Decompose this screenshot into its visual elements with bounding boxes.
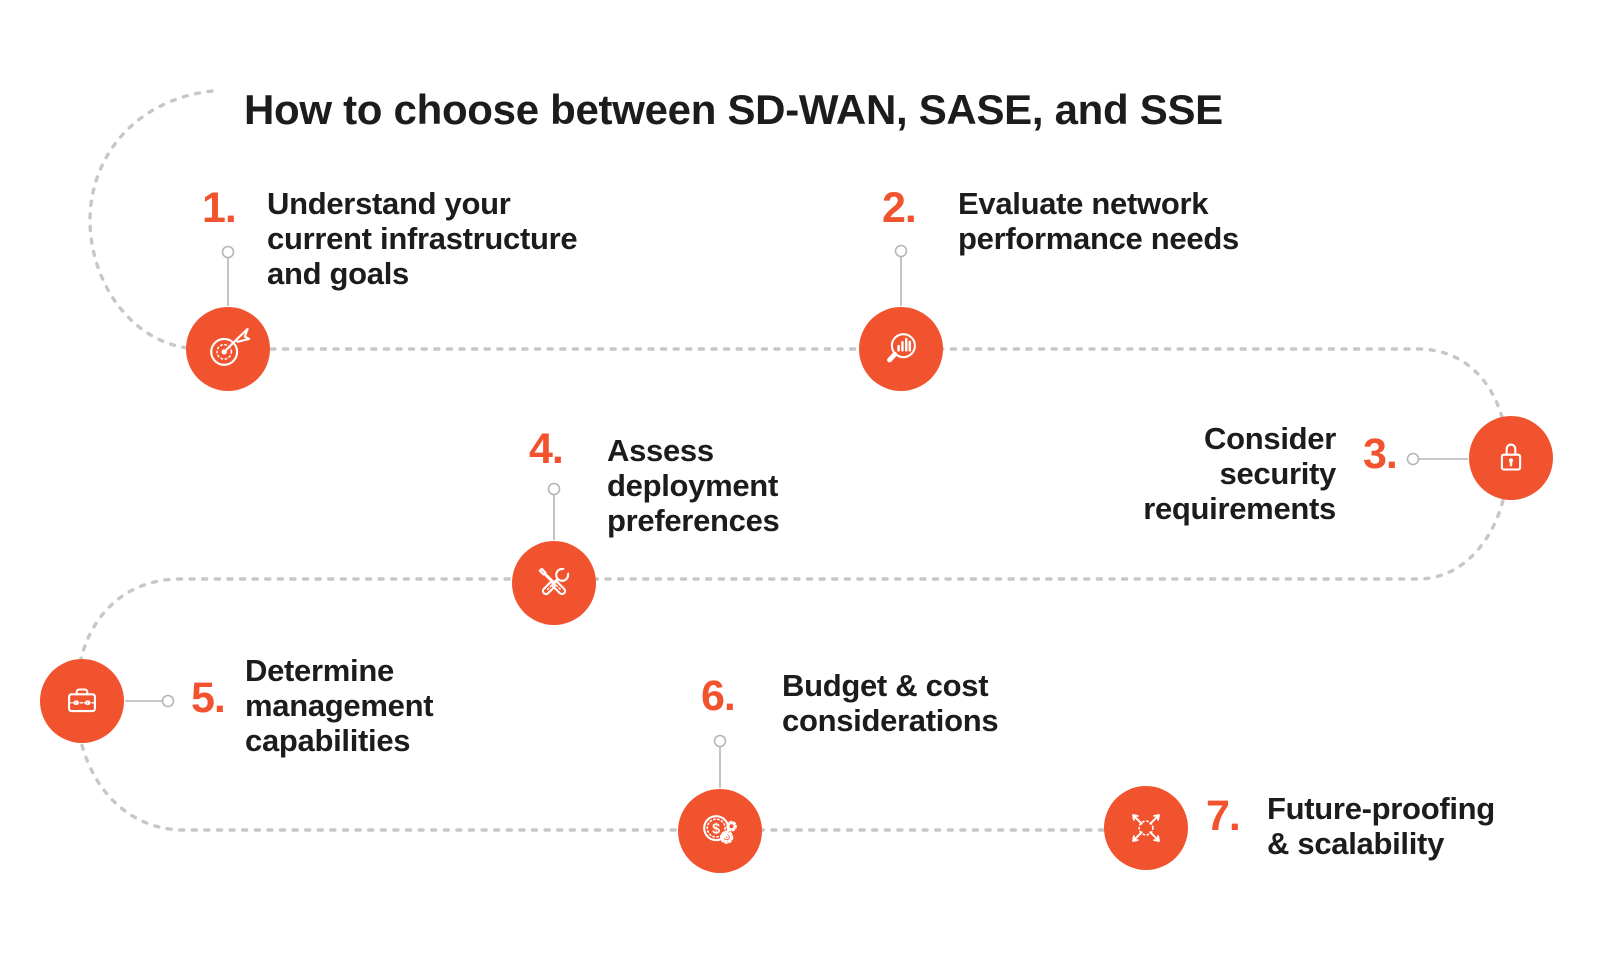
step-4-text: Assess deployment preferences bbox=[607, 433, 780, 538]
text-line: deployment bbox=[607, 468, 778, 503]
text-line: management bbox=[245, 688, 434, 723]
step-1-node bbox=[186, 307, 270, 391]
briefcase-icon bbox=[68, 688, 96, 713]
text-line: Assess bbox=[607, 433, 714, 468]
step-7-number: 7. bbox=[1206, 792, 1241, 840]
step-7-node bbox=[1104, 786, 1188, 870]
text-line: capabilities bbox=[245, 723, 411, 758]
tools-icon bbox=[538, 567, 570, 596]
text-line: Future-proofing bbox=[1267, 791, 1495, 826]
text-line: performance needs bbox=[958, 221, 1239, 256]
target-arrow-icon bbox=[210, 327, 251, 366]
step-6-number: 6. bbox=[701, 672, 736, 720]
text-line: Evaluate network bbox=[958, 186, 1209, 221]
step-6-node: $ bbox=[678, 789, 762, 873]
text-line: considerations bbox=[782, 703, 999, 738]
step-3-number: 3. bbox=[1363, 430, 1398, 478]
step-3-node bbox=[1469, 416, 1553, 500]
step-4-number: 4. bbox=[529, 425, 564, 473]
coin-gears-icon: $ bbox=[703, 815, 737, 844]
text-line: requirements bbox=[1143, 491, 1336, 526]
text-line: security bbox=[1219, 456, 1337, 491]
text-line: Consider bbox=[1204, 421, 1336, 456]
step-2-text: Evaluate network performance needs bbox=[958, 186, 1239, 256]
step-7-text: Future-proofing & scalability bbox=[1267, 791, 1495, 861]
step-2-number: 2. bbox=[882, 184, 917, 232]
magnifier-chart-icon bbox=[887, 333, 916, 363]
step-connectors bbox=[125, 244, 1468, 788]
step-1-text: Understand your current infrastructure a… bbox=[267, 186, 578, 291]
text-line: current infrastructure bbox=[267, 221, 578, 256]
step-4-node bbox=[512, 541, 596, 625]
step-2-node bbox=[859, 307, 943, 391]
step-5-number: 5. bbox=[191, 674, 226, 722]
text-line: and goals bbox=[267, 256, 409, 291]
step-3-text: Consider security requirements bbox=[1143, 421, 1336, 526]
padlock-icon bbox=[1500, 443, 1522, 471]
text-line: & scalability bbox=[1267, 826, 1445, 861]
text-line: Budget & cost bbox=[782, 668, 989, 703]
expand-arrows-icon bbox=[1132, 814, 1160, 842]
text-line: Determine bbox=[245, 653, 394, 688]
step-5-node bbox=[40, 659, 124, 743]
page-title: How to choose between SD-WAN, SASE, and … bbox=[244, 86, 1223, 134]
step-1-number: 1. bbox=[202, 184, 237, 232]
step-6-text: Budget & cost considerations bbox=[782, 668, 999, 738]
text-line: Understand your bbox=[267, 186, 511, 221]
text-line: preferences bbox=[607, 503, 780, 538]
step-5-text: Determine management capabilities bbox=[245, 653, 434, 758]
svg-text:$: $ bbox=[712, 821, 720, 837]
